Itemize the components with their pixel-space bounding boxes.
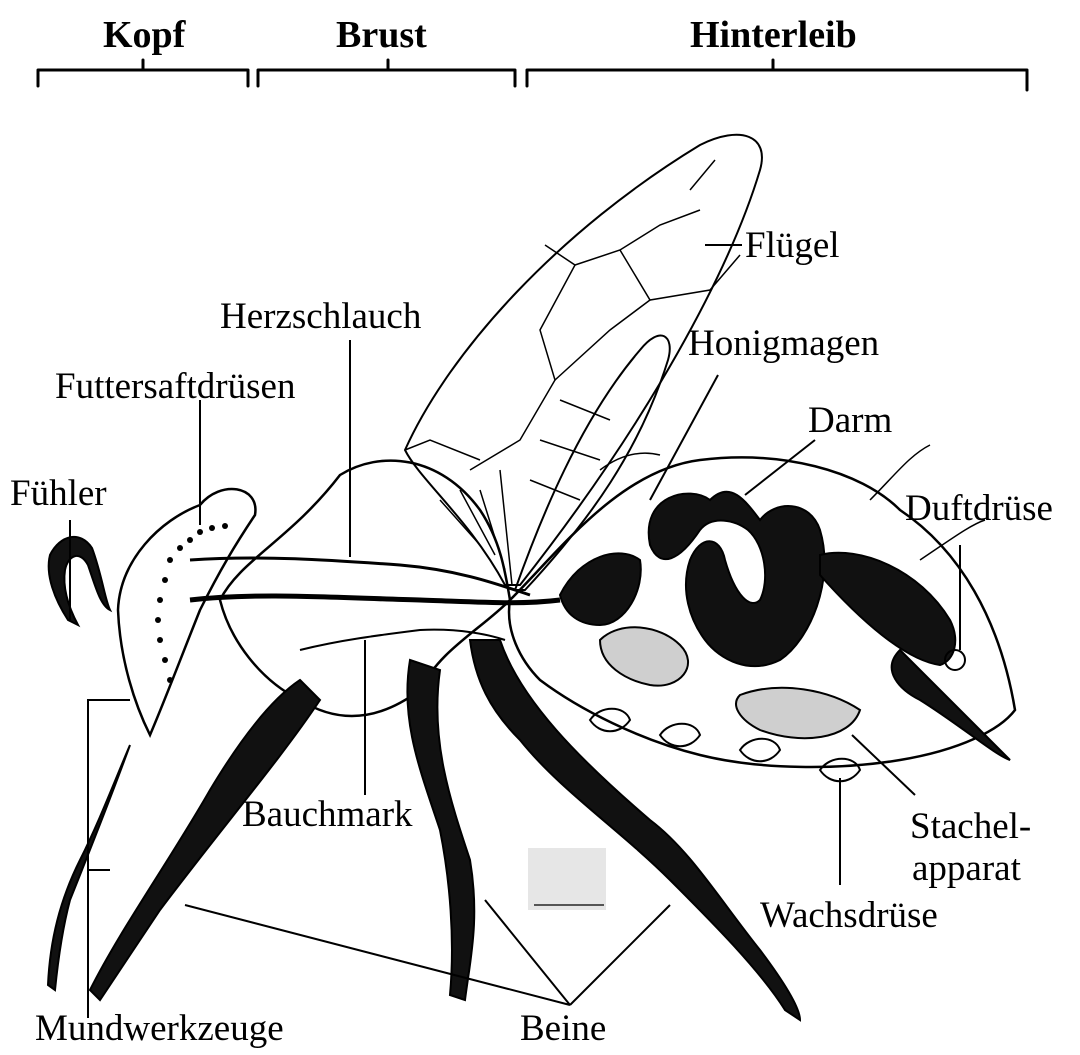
hypopharyngeal-gland-dots bbox=[155, 523, 228, 683]
label-wax-gland: Wachsdrüse bbox=[760, 897, 938, 934]
head-bracket bbox=[38, 60, 248, 86]
hindgut-shape bbox=[736, 688, 860, 738]
heart-tube bbox=[190, 558, 530, 595]
gut-line bbox=[190, 596, 560, 603]
label-sting-line1: Stachel- bbox=[910, 808, 1031, 845]
label-mouthparts: Mundwerkzeuge bbox=[35, 1010, 284, 1047]
label-honey-stomach: Honigmagen bbox=[688, 325, 879, 362]
section-head: Kopf bbox=[103, 16, 185, 54]
label-intestine: Darm bbox=[808, 402, 892, 439]
label-antenna: Fühler bbox=[10, 475, 107, 512]
legs-leader bbox=[185, 900, 670, 1005]
thorax-bracket bbox=[258, 60, 515, 86]
intestine-leader bbox=[745, 440, 815, 495]
hindwing bbox=[515, 336, 670, 590]
abdomen-bracket bbox=[527, 60, 1027, 90]
label-heart: Herzschlauch bbox=[220, 298, 421, 335]
label-scent-gland: Duftdrüse bbox=[905, 490, 1053, 527]
label-wing: Flügel bbox=[745, 227, 840, 264]
antenna-shape bbox=[49, 537, 110, 625]
scent-gland-shape bbox=[820, 553, 955, 665]
section-thorax: Brust bbox=[336, 16, 427, 54]
honey-stomach-shape bbox=[600, 627, 688, 685]
label-hypopharyngeal-glands: Futtersaftdrüsen bbox=[55, 368, 295, 405]
front-leg bbox=[90, 680, 320, 1000]
label-legs: Beine bbox=[520, 1010, 606, 1047]
honey-stomach-leader bbox=[650, 375, 718, 500]
label-sting-line2: apparat bbox=[912, 850, 1021, 887]
section-abdomen: Hinterleib bbox=[690, 16, 857, 54]
label-nerve-cord: Bauchmark bbox=[242, 796, 413, 833]
dark-chamber bbox=[560, 553, 641, 625]
legs bbox=[48, 640, 800, 1020]
head-outline bbox=[118, 489, 255, 735]
smudge-mark bbox=[528, 848, 606, 910]
sting-shape bbox=[892, 650, 1010, 760]
middle-leg bbox=[407, 660, 474, 1000]
